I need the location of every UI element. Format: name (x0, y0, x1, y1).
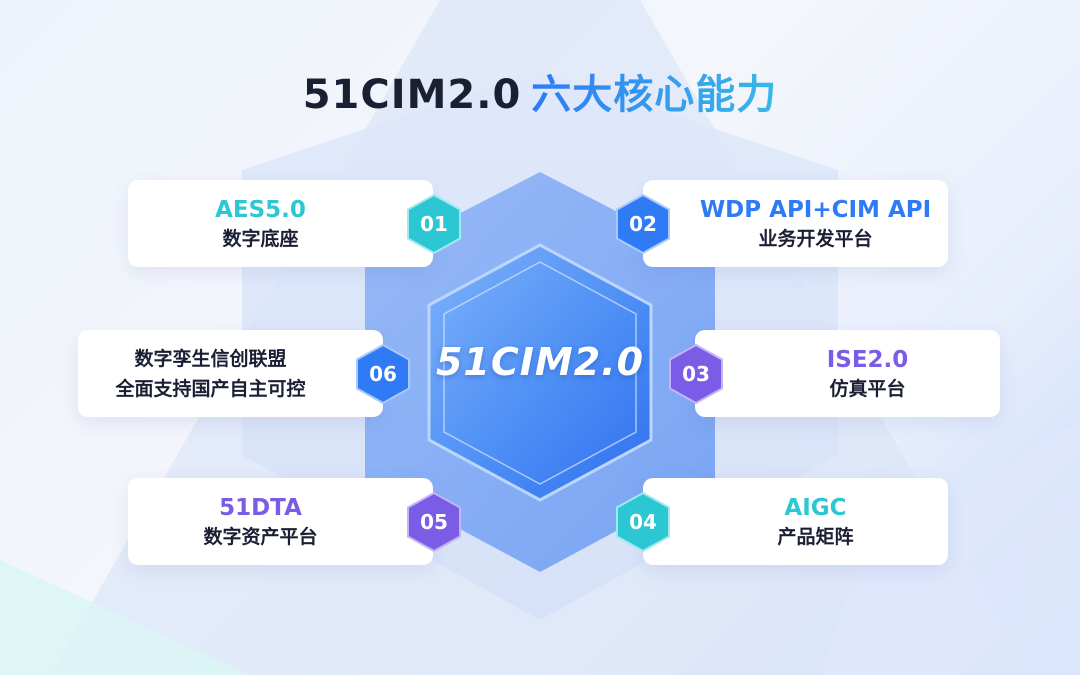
card-04-subtitle: 产品矩阵 (777, 525, 854, 548)
bottom-left-accent (0, 560, 250, 675)
core-hexagon (427, 243, 653, 502)
badge-02: 02 (612, 193, 674, 255)
badge-04-number: 04 (629, 510, 657, 534)
badge-05-number: 05 (420, 510, 448, 534)
card-05-heading: 51DTA (219, 494, 302, 521)
badge-06-number: 06 (369, 362, 397, 386)
card-02-subtitle: 业务开发平台 (758, 227, 873, 250)
card-04-heading: AIGC (784, 494, 847, 521)
card-03-heading: ISE2.0 (826, 346, 909, 373)
badge-01: 01 (403, 193, 465, 255)
capability-card-02: WDP API+CIM API 业务开发平台 (643, 180, 948, 267)
badge-03: 03 (665, 343, 727, 405)
card-01-heading: AES5.0 (215, 196, 306, 223)
card-01-subtitle: 数字底座 (222, 227, 299, 250)
badge-03-number: 03 (682, 362, 710, 386)
badge-02-number: 02 (629, 212, 657, 236)
badge-04: 04 (612, 491, 674, 553)
badge-01-number: 01 (420, 212, 448, 236)
card-06-line-1: 数字孪生信创联盟 (134, 347, 287, 370)
card-02-heading: WDP API+CIM API (699, 196, 932, 223)
capability-card-05: 51DTA 数字资产平台 (128, 478, 433, 565)
badge-06: 06 (352, 343, 414, 405)
capability-card-04: AIGC 产品矩阵 (643, 478, 948, 565)
center-logo-text: 51CIM2.0 (435, 340, 645, 384)
card-03-subtitle: 仿真平台 (829, 377, 906, 400)
core-hexagon-inner-edge (443, 261, 637, 485)
card-05-subtitle: 数字资产平台 (203, 525, 318, 548)
capability-card-03: ISE2.0 仿真平台 (695, 330, 1000, 417)
card-06-line-2: 全面支持国产自主可控 (115, 377, 306, 400)
badge-05: 05 (403, 491, 465, 553)
bottom-right-accent (820, 420, 1080, 675)
title-accent: 六大核心能力 (531, 72, 778, 118)
title-main: 51CIM2.0 (302, 72, 522, 118)
capability-card-06: 数字孪生信创联盟 全面支持国产自主可控 (78, 330, 383, 417)
capability-card-01: AES5.0 数字底座 (128, 180, 433, 267)
